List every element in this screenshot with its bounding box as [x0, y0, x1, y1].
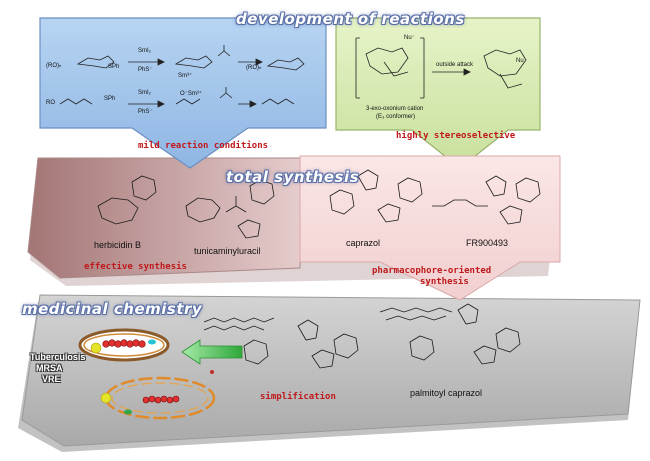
compound-caprazol: caprazol [346, 238, 381, 248]
reagent-smi2-top: SmI₂ [138, 48, 151, 54]
label-sm3-b: O⁻Sm³⁺ [180, 91, 202, 97]
subtitle-simplification: simplification [260, 392, 336, 402]
bacterium-cell-lower [100, 370, 216, 420]
label-outside-attack: outside attack [436, 62, 474, 68]
label-oxonium-1: 3-exo-oxonium cation [366, 106, 424, 112]
label-sm3: Sm³⁺ [178, 73, 193, 79]
molecule-sketches-medicinal [203, 303, 521, 369]
subtitle-stereo: highly stereoselective [396, 131, 516, 141]
header-total-synthesis: total synthesis [226, 168, 360, 186]
medicinal-platform [18, 294, 641, 452]
reaction-schemes-blue [59, 45, 305, 108]
compound-tunicaminyluracil: tunicaminyluracil [194, 246, 261, 256]
subtitle-effective: effective synthesis [84, 262, 187, 272]
disease-vre: VRE [42, 374, 61, 384]
compound-palmitoyl-caprazol: palmitoyl caprazol [410, 388, 483, 398]
reagent-phs-bottom: PhS⁻ [138, 109, 153, 115]
molecule-sketches-total [97, 169, 541, 239]
reagent-smi2-bottom: SmI₂ [138, 90, 151, 96]
subtitle-pharmacophore: pharmacophore-oriented [372, 266, 492, 276]
bacterium-cell-upper [78, 328, 170, 362]
compound-fr900493: FR900493 [466, 238, 509, 248]
label-nu-1: Nu⁻ [404, 35, 415, 41]
label-ro-1: (RO)ₙ [46, 63, 62, 69]
disease-tuberculosis: Tuberculosis [30, 352, 86, 362]
subtitle-pharmacophore-2: synthesis [420, 277, 469, 287]
header-development: development of reactions [236, 10, 465, 28]
label-nu-2: Nu [516, 58, 524, 64]
green-reaction-panel [335, 17, 541, 169]
subtitle-mild: mild reaction conditions [138, 141, 269, 151]
green-left-arrow [181, 339, 243, 365]
disease-mrsa: MRSA [36, 363, 63, 373]
blue-reaction-panel [39, 17, 327, 169]
compound-herbicidin: herbicidin B [94, 240, 142, 250]
label-sph-1: SPh [108, 64, 120, 70]
label-ro-2: (RO)ₙ [246, 65, 262, 71]
header-medicinal-chemistry: medicinal chemistry [22, 300, 203, 318]
label-sph-2: SPh [104, 96, 116, 102]
reagent-phs-top: PhS⁻ [138, 67, 153, 73]
label-oxonium-2: (E₃ conformer) [376, 114, 416, 120]
label-ro-3: RO [46, 100, 55, 106]
pharmacophore-panel [299, 155, 561, 301]
reaction-schemes-green [355, 37, 527, 99]
